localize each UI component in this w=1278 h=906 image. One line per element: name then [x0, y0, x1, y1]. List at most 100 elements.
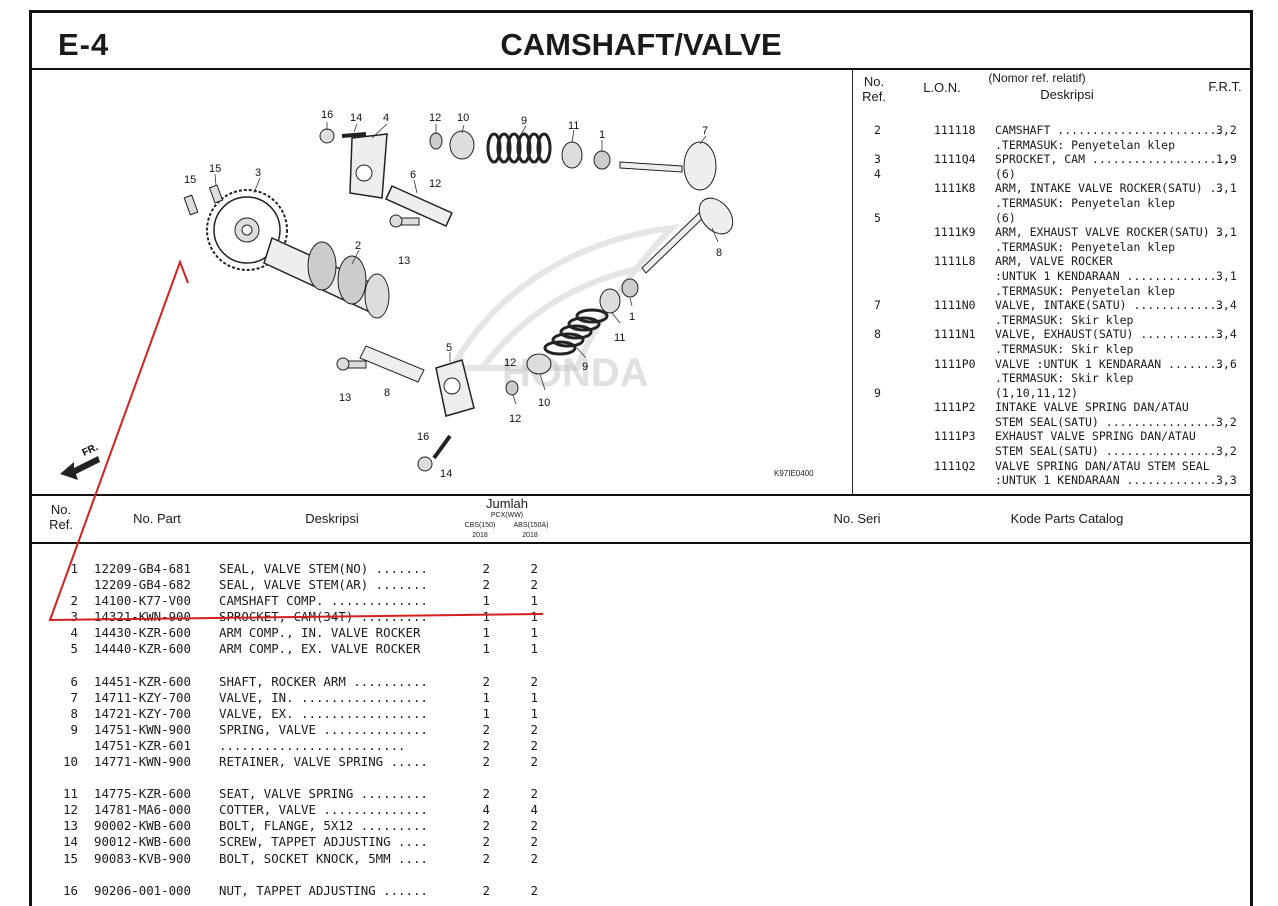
callout: 4 — [383, 112, 389, 124]
callout: 3 — [255, 167, 261, 179]
lon-row: .TERMASUK: Penyetelan klep — [852, 138, 1250, 153]
qty-cbs: 1 — [482, 641, 490, 657]
part-ref: 14 — [63, 834, 78, 850]
part-number: 14775-KZR-600 — [94, 786, 191, 802]
lon-desc: STEM SEAL(SATU) ................ — [995, 414, 1217, 429]
part-number: 14100-K77-V00 — [94, 593, 191, 609]
part-ref: 4 — [70, 625, 78, 641]
qty-abs: 2 — [530, 834, 538, 850]
part-desc: SHAFT, ROCKER ARM .......... — [219, 673, 428, 689]
camshaft — [263, 236, 390, 319]
hdr-no-part: No. Part — [133, 511, 181, 526]
qty-cbs: 1 — [482, 609, 490, 625]
socket-bolts — [183, 184, 224, 216]
front-arrow-icon: FR. — [60, 442, 100, 480]
hdr-abs: ABS(150A) — [513, 522, 549, 529]
lon-frt: 3,6 — [1216, 356, 1237, 371]
qty-cbs: 1 — [482, 625, 490, 641]
col-lon: L.O.N. — [923, 80, 961, 95]
qty-abs: 1 — [530, 705, 538, 721]
lon-code: 1111N0 — [934, 298, 976, 313]
section-code: E-4 — [58, 27, 110, 62]
lon-desc: ARM, VALVE ROCKER — [995, 254, 1113, 269]
lon-frt: 3,1 — [1216, 181, 1237, 196]
lon-ref: 4 — [874, 166, 881, 181]
part-ref: 7 — [70, 689, 78, 705]
callout: 15 — [184, 174, 196, 186]
hdr-no-ref: No. Ref. — [49, 502, 73, 532]
callout: 15 — [209, 163, 221, 175]
exhaust-valve — [641, 197, 734, 274]
callout: 1 — [599, 129, 605, 141]
lon-row: .TERMASUK: Penyetelan klep — [852, 196, 1250, 211]
lon-desc: (1,10,11,12) — [995, 385, 1079, 400]
lon-frt: 3,2 — [1216, 123, 1237, 137]
exploded-diagram: HONDA — [32, 68, 853, 494]
part-ref: 3 — [70, 609, 78, 625]
part-number: 14751-KWN-900 — [94, 721, 191, 737]
part-ref: 15 — [63, 850, 78, 866]
lon-desc: EXHAUST VALVE SPRING DAN/ATAU — [995, 429, 1196, 444]
rocker-shaft-lower — [336, 345, 425, 383]
page-title: CAMSHAFT/VALVE — [500, 27, 782, 62]
qty-cbs: 1 — [482, 593, 490, 609]
lon-desc: STEM SEAL(SATU) ................ — [995, 444, 1217, 459]
lon-row: STEM SEAL(SATU) ................3,2 — [852, 444, 1250, 459]
lon-code: 1111K8 — [934, 181, 976, 196]
lon-ref: 2 — [874, 123, 881, 137]
callout: 12 — [509, 413, 521, 425]
part-ref: 6 — [70, 673, 78, 689]
part-ref: 16 — [63, 882, 78, 898]
lon-desc: SPROCKET, CAM .................... — [995, 152, 1231, 167]
lon-ref: 7 — [874, 298, 881, 313]
qty-cbs: 2 — [482, 577, 490, 593]
part-desc: CAMSHAFT COMP. ............. — [219, 593, 428, 609]
row-gap — [32, 770, 592, 786]
part-desc: ......................... — [219, 737, 406, 753]
lon-desc: .TERMASUK: Skir klep — [995, 341, 1134, 356]
qty-abs: 2 — [530, 561, 538, 576]
parts-table-header: No. Ref. No. Part Deskripsi Jumlah PCX(W… — [32, 494, 1250, 544]
callout: 10 — [457, 112, 469, 124]
qty-abs: 1 — [530, 625, 538, 641]
lon-row: .TERMASUK: Skir klep — [852, 313, 1250, 328]
qty-abs: 1 — [530, 641, 538, 657]
part-number: 12209-GB4-682 — [94, 577, 191, 593]
lon-row: .TERMASUK: Penyetelan klep — [852, 240, 1250, 255]
part-number: 90083-KVB-900 — [94, 850, 191, 866]
brand-watermark: HONDA — [502, 351, 649, 395]
part-number: 14721-KZY-700 — [94, 705, 191, 721]
qty-cbs: 2 — [482, 721, 490, 737]
lon-ref: 5 — [874, 210, 881, 225]
row-gap — [32, 658, 592, 674]
part-desc: BOLT, SOCKET KNOCK, 5MM .... — [219, 850, 428, 866]
lon-desc: :UNTUK 1 KENDARAAN ............. — [995, 268, 1217, 283]
lon-code: 1111L8 — [934, 254, 976, 269]
lon-row: :UNTUK 1 KENDARAAN .............3,1 — [852, 269, 1250, 284]
lon-desc: .TERMASUK: Skir klep — [995, 371, 1134, 386]
callout: 13 — [339, 392, 351, 404]
valve-assembly-upper — [429, 130, 611, 170]
hdr-year-abs: 2018 — [522, 532, 538, 539]
page-header: E-4 CAMSHAFT/VALVE — [32, 13, 1250, 70]
qty-cbs: 2 — [482, 882, 490, 898]
lon-desc: .TERMASUK: Penyetelan klep — [995, 283, 1176, 298]
callout: 1 — [629, 311, 635, 323]
callout: 16 — [417, 431, 429, 443]
lon-desc: .TERMASUK: Penyetelan klep — [995, 195, 1176, 210]
qty-cbs: 4 — [482, 802, 490, 818]
